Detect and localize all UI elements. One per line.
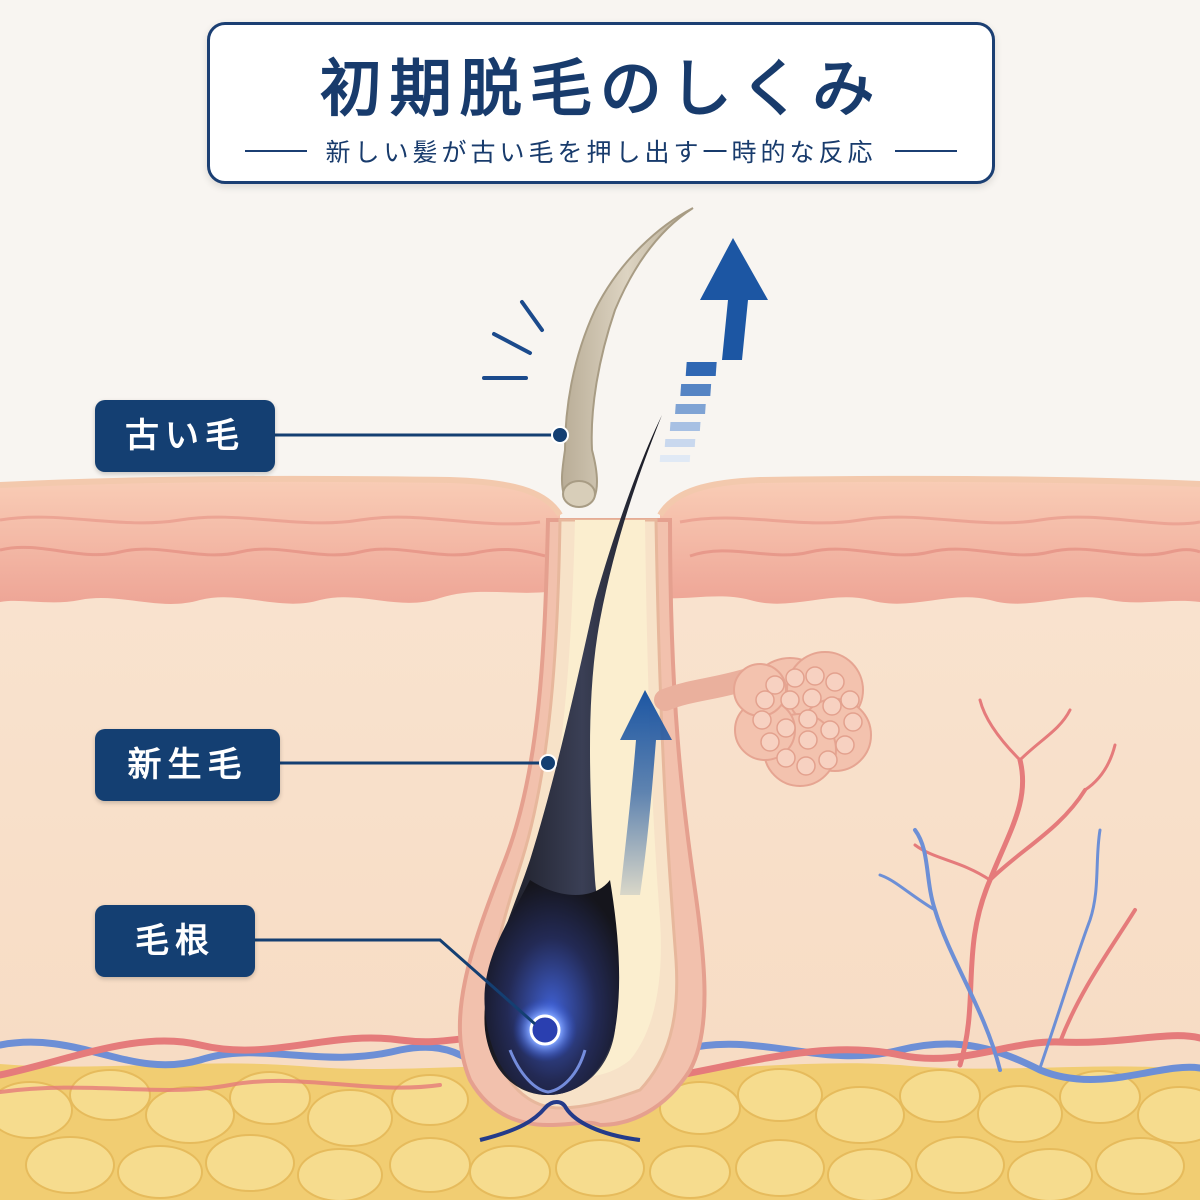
label-old-hair: 古い毛 [95,400,275,472]
leader-lines [255,433,560,1026]
dermal-papilla [529,1014,561,1046]
epidermis-layer-right [660,478,1200,604]
label-hair-root: 毛根 [95,905,255,977]
page-subtitle: 新しい髪が古い毛を押し出す一時的な反応 [325,138,877,167]
subtitle-line-right [894,150,957,152]
label-new-hair: 新生毛 [95,729,280,801]
blood-vessels-right [676,698,1200,1083]
outward-arrow-icon [659,238,768,462]
blood-vessels-left [0,1034,474,1094]
title-box: 初期脱毛のしくみ 新しい髪が古い毛を押し出す一時的な反応 [207,22,995,184]
leader-dots [539,426,569,772]
page-title: 初期脱毛のしくみ [319,52,883,125]
sebaceous-gland [654,651,872,787]
motion-lines-icon [482,300,544,380]
subtitle-row: 新しい髪が古い毛を押し出す一時的な反応 [210,133,992,169]
subtitle-line-left [245,150,308,152]
growth-arrow-icon [620,690,672,895]
epidermis-layer-left [0,478,560,604]
